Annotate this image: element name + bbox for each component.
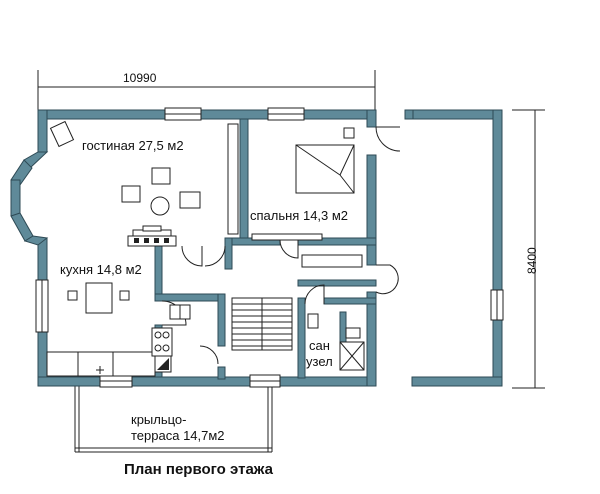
width-dimension-line [37, 70, 376, 110]
bed [295, 144, 355, 194]
staircase [231, 297, 293, 351]
dining-table [85, 282, 113, 314]
washbasin [345, 327, 361, 339]
kitchen-chair-left [67, 290, 78, 301]
chair-left [121, 185, 141, 203]
porch-terrace-outline [74, 384, 273, 453]
depth-dimension-line [512, 109, 545, 389]
door-bath [304, 284, 325, 305]
annex-walls [404, 109, 503, 387]
plan-caption: План первого этажа [124, 461, 273, 478]
width-dimension-label: 10990 [123, 71, 157, 85]
stove [151, 327, 173, 357]
door-living-hall [181, 245, 203, 267]
door-annex [375, 126, 401, 152]
bathroom-fixtures [301, 254, 365, 371]
hall-wardrobe [301, 254, 363, 268]
door-bedroom [279, 239, 299, 259]
windows [35, 107, 504, 388]
bathroom-label-line1: сан [309, 338, 330, 353]
round-table [150, 196, 170, 216]
wardrobe [227, 123, 239, 235]
bedroom-furniture [251, 127, 355, 241]
depth-dimension-label: 8400 [525, 247, 539, 274]
kitchen-label: кухня 14,8 м2 [60, 262, 142, 277]
living-furniture [49, 120, 239, 247]
bathroom-label-line2: узел [306, 354, 333, 369]
armchair [49, 120, 75, 148]
door-porch [199, 345, 219, 365]
porch-label-line1: крыльцо- [131, 412, 187, 427]
kitchen-counter [46, 351, 156, 377]
kitchen-chair-right [119, 290, 130, 301]
bedroom-shelf [251, 233, 323, 241]
living-room-label: гостиная 27,5 м2 [82, 138, 184, 153]
chair-right [179, 191, 201, 209]
porch-label-line2: терраса 14,7м2 [131, 428, 225, 443]
bedroom-label: спальня 14,3 м2 [250, 208, 349, 223]
doors [161, 126, 401, 365]
door-hall-exit [375, 264, 399, 295]
kitchen-furniture [46, 282, 191, 377]
nightstand [343, 127, 355, 139]
chair-top [151, 167, 171, 185]
toilet [307, 313, 319, 329]
